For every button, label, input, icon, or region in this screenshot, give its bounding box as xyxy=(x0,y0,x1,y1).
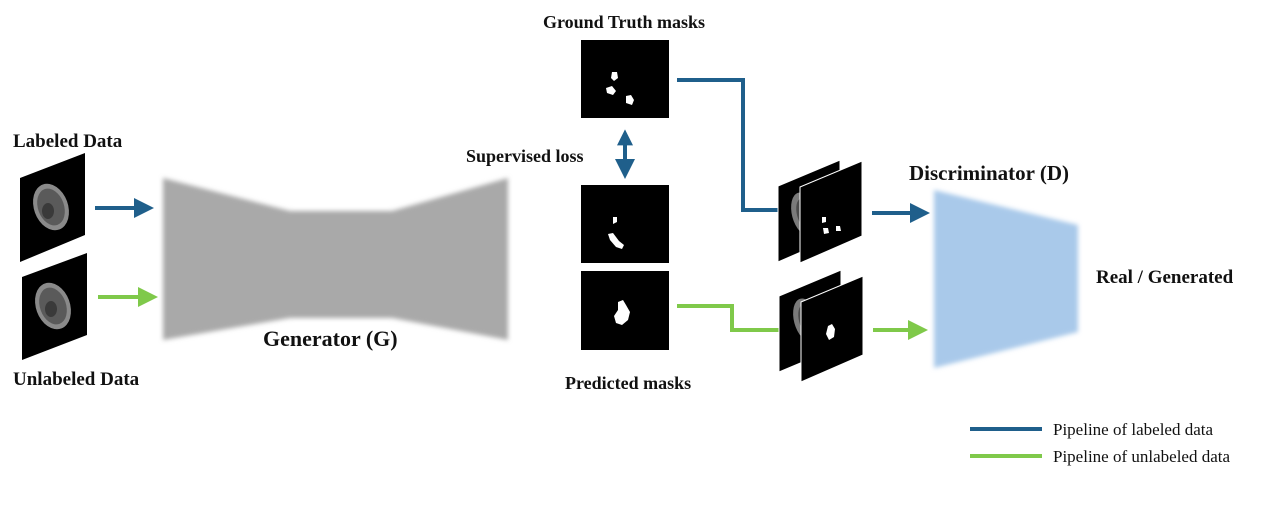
labeled-ct-slice xyxy=(20,153,85,262)
ground-truth-mask-tile xyxy=(581,40,669,118)
generator-label: Generator (G) xyxy=(263,326,398,351)
labeled-image-mask-pair xyxy=(777,159,863,264)
legend-labeled-text: Pipeline of labeled data xyxy=(1053,420,1214,439)
unlabeled-image-mask-pair xyxy=(778,269,864,383)
ground-truth-label: Ground Truth masks xyxy=(543,12,706,32)
unlabeled-pipeline-connector xyxy=(677,304,790,332)
generator-network-shape xyxy=(163,178,508,340)
unlabeled-data-label: Unlabeled Data xyxy=(13,369,140,390)
unlabeled-ct-slice xyxy=(22,253,87,360)
legend-unlabeled-text: Pipeline of unlabeled data xyxy=(1053,447,1231,466)
output-label: Real / Generated xyxy=(1096,267,1234,288)
supervised-loss-label: Supervised loss xyxy=(466,146,584,166)
labeled-pipeline-connector xyxy=(677,78,790,212)
predicted-mask-tile-unlabeled xyxy=(581,271,669,350)
discriminator-network-shape xyxy=(934,190,1078,368)
discriminator-label: Discriminator (D) xyxy=(909,161,1069,185)
labeled-data-label: Labeled Data xyxy=(13,131,123,152)
predicted-mask-tile-labeled xyxy=(581,185,669,263)
predicted-masks-label: Predicted masks xyxy=(565,373,692,393)
